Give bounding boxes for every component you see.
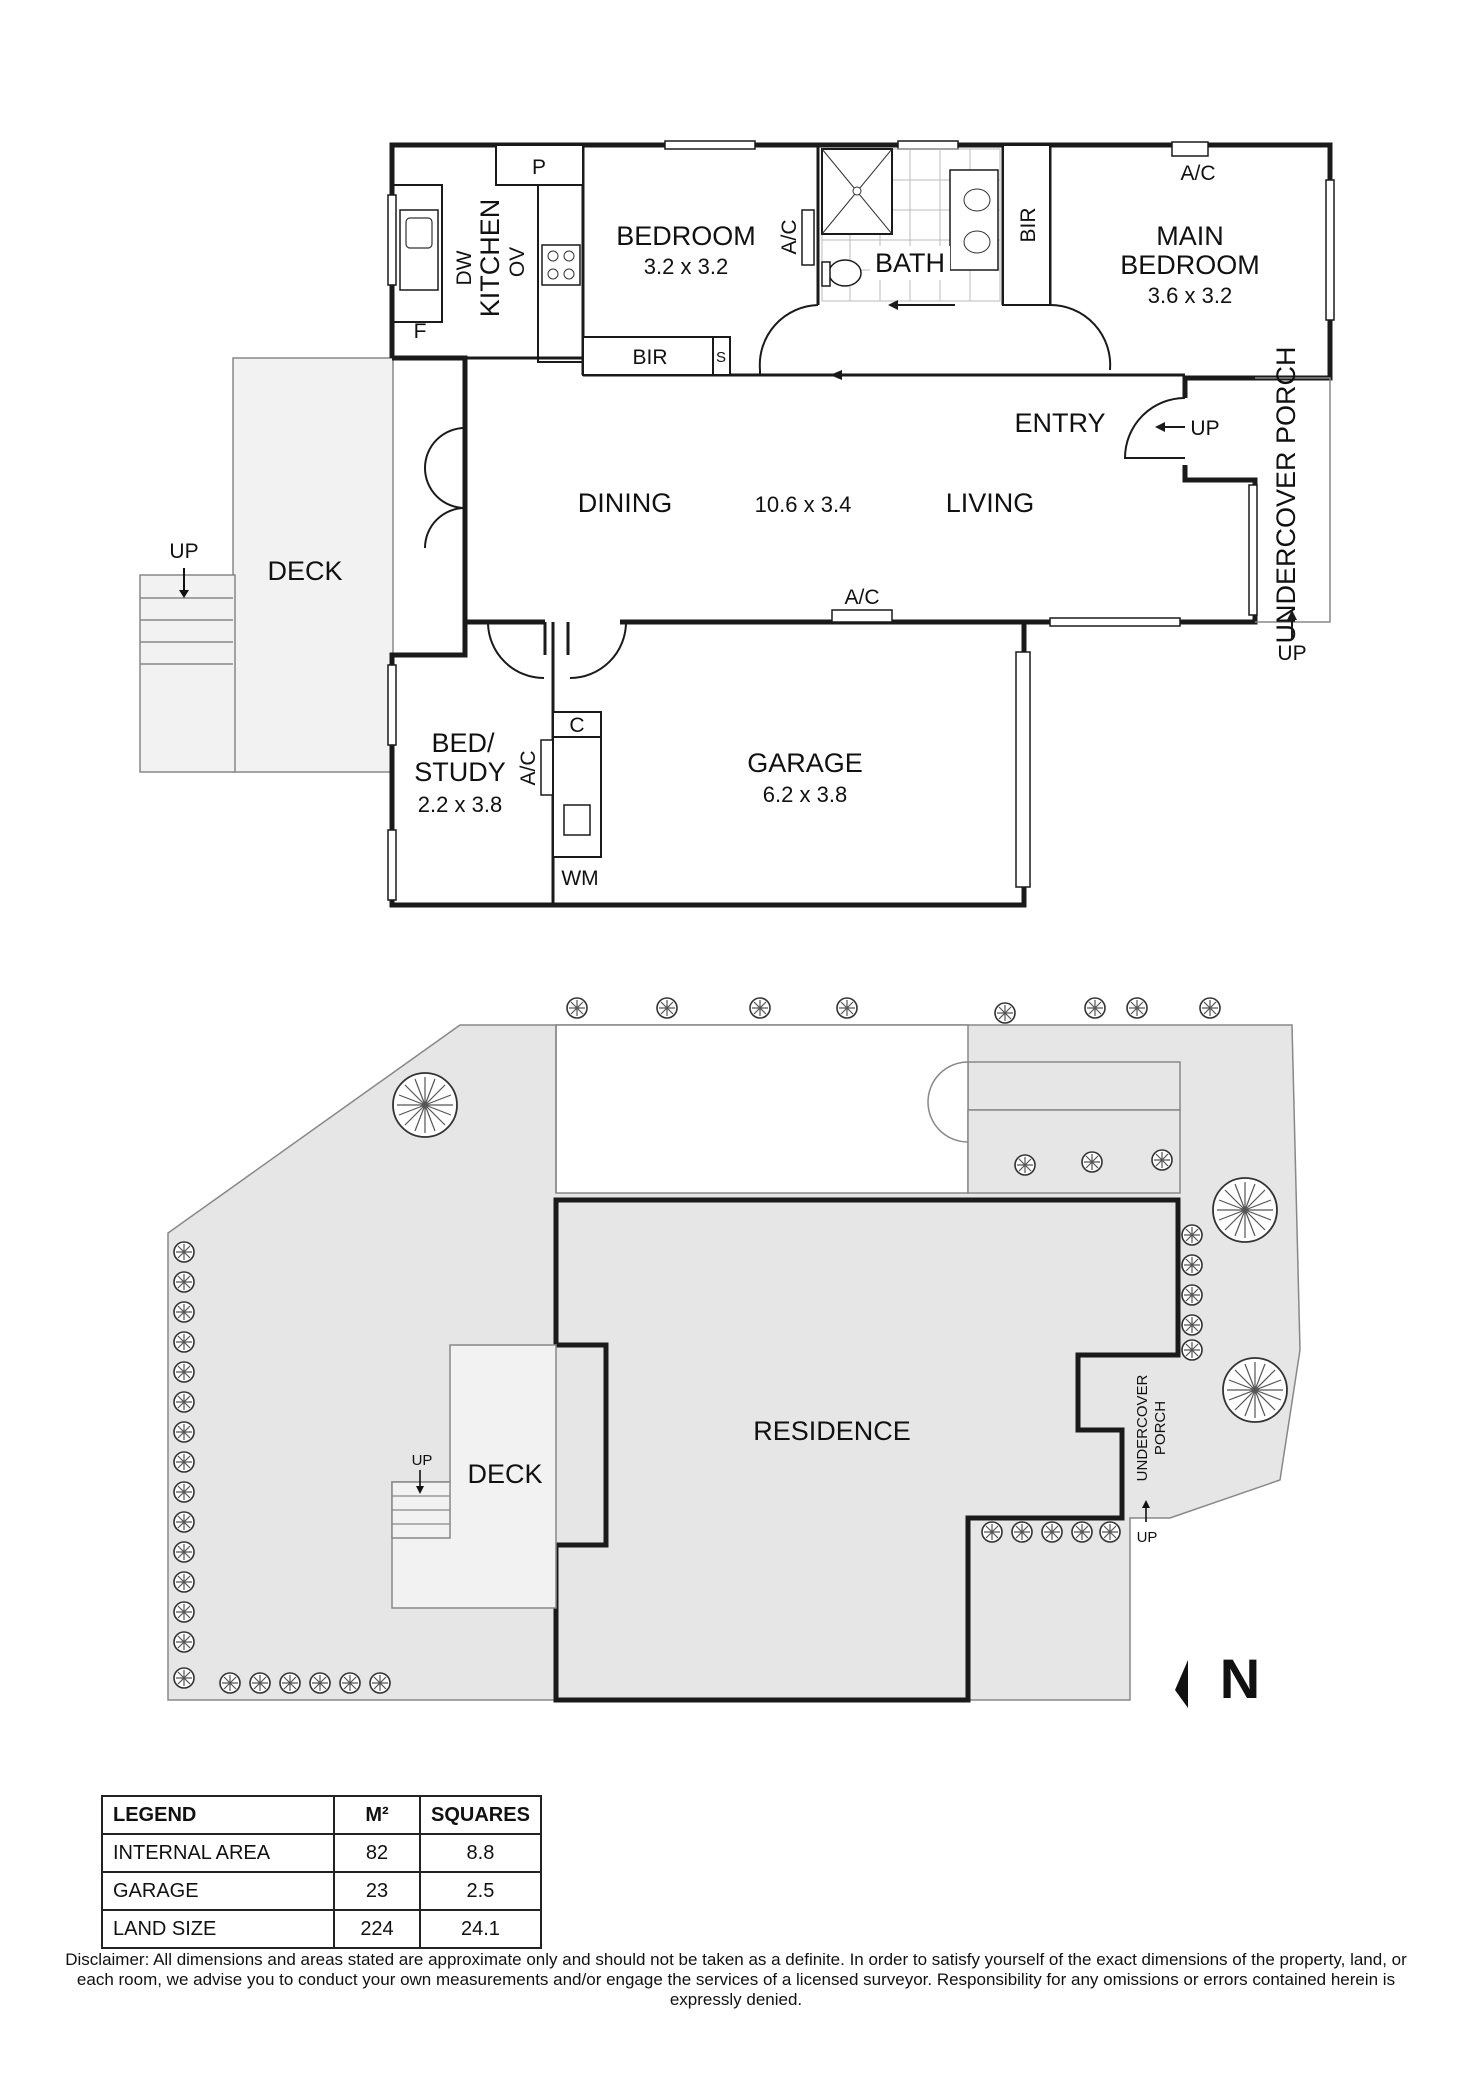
legend-header-row: LEGEND M² SQUARES	[101, 1795, 542, 1835]
vanity	[949, 169, 999, 271]
entry-up-label: UP	[1190, 417, 1219, 440]
bed-study-area: BED/ STUDY 2.2 x 3.8 A/C	[414, 621, 554, 817]
legend-row-m2: 23	[333, 1871, 421, 1911]
residence-label: RESIDENCE	[753, 1416, 911, 1446]
shelf-label: S	[716, 349, 726, 366]
washing-machine-label: WM	[561, 867, 598, 890]
disclaimer: Disclaimer: All dimensions and areas sta…	[65, 1950, 1407, 2009]
residence-footprint	[553, 1197, 1181, 1703]
site-porch-label-line2: PORCH	[1152, 1401, 1169, 1455]
toilet	[828, 259, 862, 287]
north-label: N	[1220, 1647, 1260, 1710]
bedroom-bir-label: BIR	[632, 346, 667, 369]
deck-stair-up-label: UP	[169, 540, 198, 563]
kitchen-label: KITCHEN	[475, 199, 505, 318]
porch-area: UNDERCOVER PORCH UP	[1255, 346, 1331, 665]
main-bedroom-bir-label: BIR	[1017, 207, 1040, 242]
site-plan: RESIDENCE UP DECK UNDERCOVER PORCH UP	[167, 997, 1301, 1710]
entry-area: ENTRY UP	[1014, 397, 1220, 459]
main-bedroom-label-line2: BEDROOM	[1120, 250, 1260, 280]
main-bedroom-ac-label: A/C	[1180, 162, 1215, 185]
north-arrow: N	[1175, 1647, 1260, 1710]
site-porch-up-label: UP	[1137, 1529, 1158, 1546]
pantry-label: P	[532, 156, 546, 179]
porch-up-label: UP	[1277, 642, 1306, 665]
bed-study-label-line2: STUDY	[414, 757, 506, 787]
legend-row-label: GARAGE	[101, 1871, 335, 1911]
deck-label: DECK	[267, 556, 342, 586]
windows	[387, 140, 1335, 901]
legend-row-m2: 82	[333, 1833, 421, 1873]
porch-label: UNDERCOVER PORCH	[1271, 346, 1301, 643]
legend-table: LEGEND M² SQUARES INTERNAL AREA 82 8.8 G…	[101, 1795, 542, 1949]
pantry	[495, 144, 584, 186]
living-label: LIVING	[946, 488, 1035, 518]
bedroom-size: 3.2 x 3.2	[644, 254, 728, 279]
legend-row: INTERNAL AREA 82 8.8	[101, 1833, 542, 1873]
bedroom-bir	[582, 336, 714, 376]
garage-size: 6.2 x 3.8	[763, 782, 847, 807]
kitchen-area: P DW OV KITCHEN F	[392, 144, 584, 363]
main-bedroom-size: 3.6 x 3.2	[1148, 283, 1232, 308]
driveway	[555, 1024, 969, 1194]
cooktop	[541, 244, 581, 286]
garage-label: GARAGE	[747, 748, 863, 778]
main-bedroom-bir	[1002, 144, 1051, 306]
dining-living-size: 10.6 x 3.4	[755, 492, 852, 517]
legend-row: GARAGE 23 2.5	[101, 1871, 542, 1911]
bed-study-size: 2.2 x 3.8	[418, 792, 502, 817]
legend-header-m2: M²	[333, 1795, 421, 1835]
dining-living-area: DINING 10.6 x 3.4 LIVING A/C	[423, 427, 1035, 623]
bed-study-ac-label: A/C	[517, 750, 540, 785]
main-bedroom-label-line1: MAIN	[1156, 221, 1224, 251]
legend-row-m2: 224	[333, 1909, 421, 1949]
bedroom-area: BEDROOM 3.2 x 3.2 BIR S A/C	[582, 209, 819, 376]
legend-row-label: INTERNAL AREA	[101, 1833, 335, 1873]
bed-study-label-line1: BED/	[431, 728, 495, 758]
main-bedroom-area: BIR A/C MAIN BEDROOM 3.6 x 3.2	[1002, 141, 1260, 308]
dining-label: DINING	[578, 488, 673, 518]
laundry-bench	[552, 736, 602, 858]
legend-row: LAND SIZE 224 24.1	[101, 1909, 542, 1949]
legend-row-label: LAND SIZE	[101, 1909, 335, 1949]
oven-label: OV	[506, 247, 529, 277]
deck-area: UP DECK	[139, 357, 394, 773]
bedroom-label: BEDROOM	[616, 221, 756, 251]
garage-area: C WM GARAGE 6.2 x 3.8	[552, 621, 863, 890]
dishwasher-label: DW	[453, 250, 476, 285]
site-deck-label: DECK	[467, 1459, 542, 1489]
site-porch-label-line1: UNDERCOVER	[1134, 1374, 1151, 1481]
legend-header-label: LEGEND	[101, 1795, 335, 1835]
floor-plan: UP DECK	[139, 140, 1335, 908]
cupboard-label: C	[569, 714, 584, 737]
bath-label: BATH	[875, 248, 945, 278]
site-deck-up-label: UP	[412, 1452, 433, 1469]
entry-label: ENTRY	[1014, 408, 1105, 438]
legend-header-squares: SQUARES	[419, 1795, 542, 1835]
fridge-label: F	[414, 320, 427, 343]
legend-row-squares: 2.5	[419, 1871, 542, 1911]
legend-row-squares: 24.1	[419, 1909, 542, 1949]
legend-row-squares: 8.8	[419, 1833, 542, 1873]
bath-area: BATH	[821, 148, 1112, 371]
living-ac-label: A/C	[844, 586, 879, 609]
bedroom-ac-label: A/C	[778, 219, 801, 254]
